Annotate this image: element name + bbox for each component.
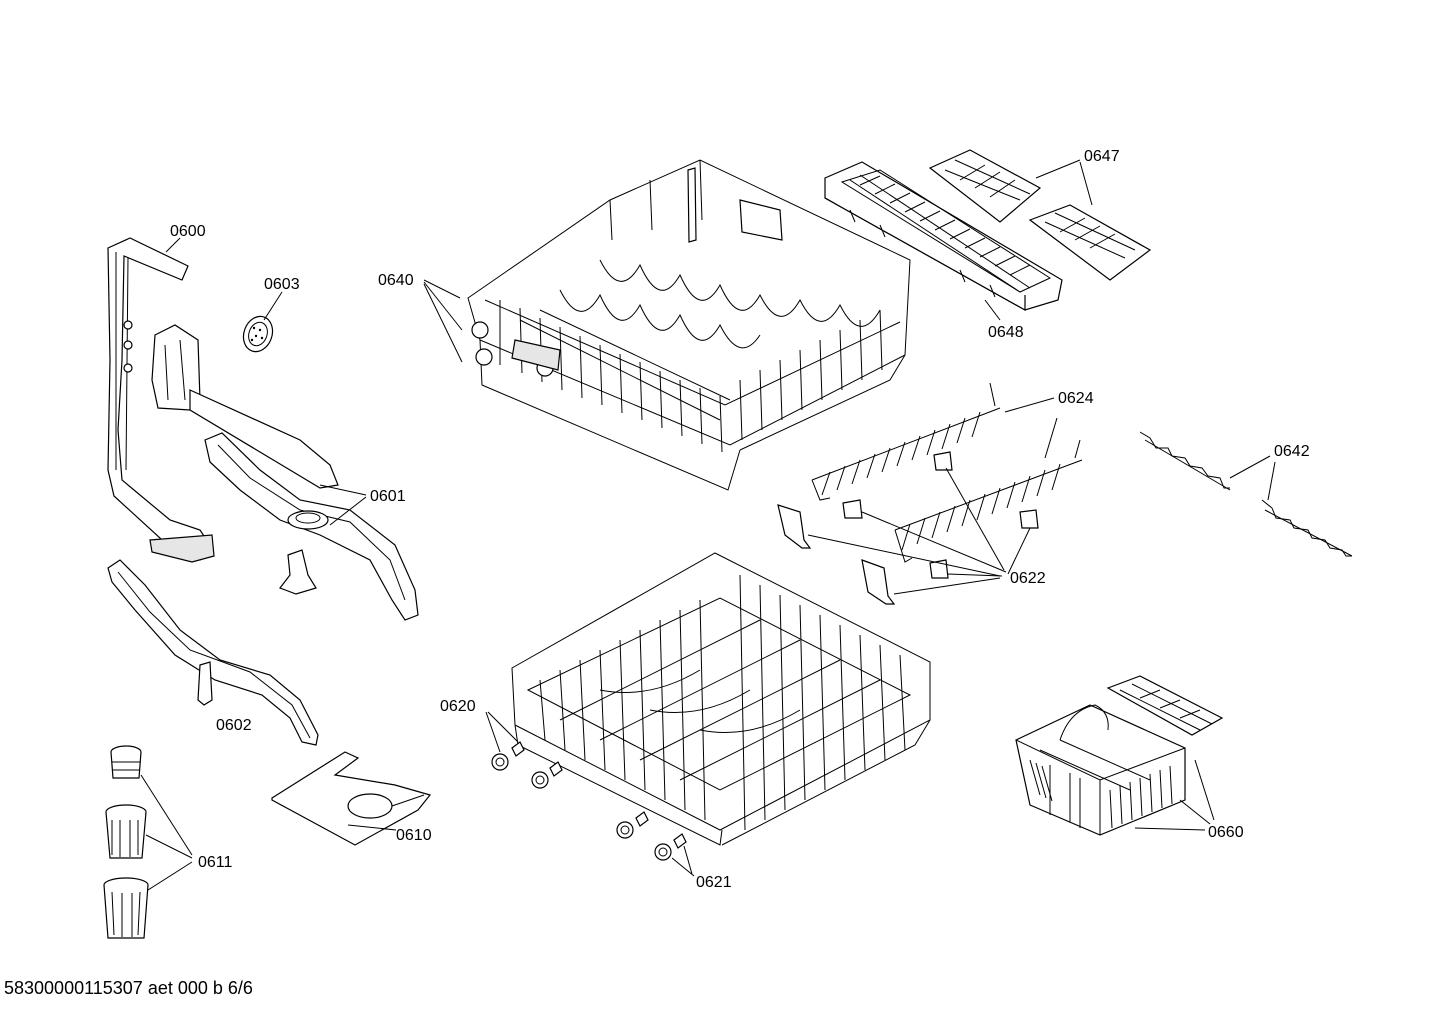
document-code: 58300000115307 aet 000 b 6/6 <box>4 978 253 998</box>
part-0611-filters <box>103 745 193 939</box>
label-0624: 0624 <box>1058 390 1094 407</box>
part-0620-rollers <box>485 711 563 789</box>
part-0647-tray-inserts <box>928 149 1152 281</box>
leader-0600 <box>165 237 181 253</box>
part-0603-nozzle <box>242 315 274 353</box>
part-0640-upper-basket <box>423 159 911 491</box>
leader-0603 <box>263 291 283 321</box>
part-0610-flat-filter <box>271 751 432 846</box>
label-0611: 0611 <box>198 854 233 871</box>
part-0624-tine-rows <box>811 382 1083 563</box>
label-0603: 0603 <box>264 276 300 293</box>
part-0600-supply-pipe <box>107 237 215 563</box>
part-0622-clips <box>777 451 1039 605</box>
part-0621-rollers <box>616 811 695 877</box>
lower-basket <box>511 552 931 846</box>
part-0601-upper-spray-arm <box>204 432 419 621</box>
label-0600: 0600 <box>170 223 206 240</box>
part-0648-cutlery-tray <box>824 161 1063 321</box>
label-0647: 0647 <box>1084 148 1120 165</box>
leader-0601a <box>319 484 367 496</box>
label-0602: 0602 <box>216 717 252 734</box>
label-0622: 0622 <box>1010 570 1046 587</box>
part-0642-cup-shelves <box>1139 431 1353 557</box>
label-0621: 0621 <box>696 874 732 891</box>
upper-arm-housing <box>151 324 339 489</box>
label-0601: 0601 <box>370 488 406 505</box>
part-0602-lower-spray-arm <box>107 559 319 746</box>
leader-0601b <box>329 496 367 526</box>
label-0620: 0620 <box>440 698 476 715</box>
label-0642: 0642 <box>1274 443 1310 460</box>
label-0648: 0648 <box>988 324 1024 341</box>
label-0610: 0610 <box>396 827 432 844</box>
label-0660: 0660 <box>1208 824 1244 841</box>
part-0660-cutlery-basket <box>1015 675 1224 836</box>
label-0640: 0640 <box>378 272 414 289</box>
